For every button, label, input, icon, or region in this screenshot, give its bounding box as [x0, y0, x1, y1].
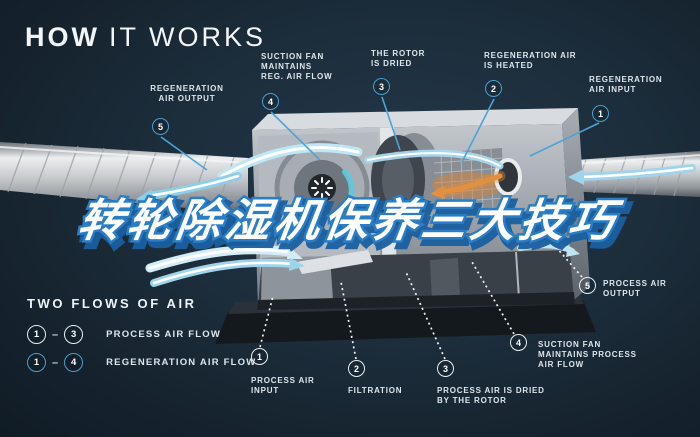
- callout-label-process-air-input: PROCESS AIR INPUT: [251, 376, 315, 395]
- regeneration-input-flow-arrow: [568, 164, 696, 185]
- callout-label-process-air-output: PROCESS AIR OUTPUT: [603, 279, 667, 298]
- page-title: HOW IT WORKS: [25, 22, 266, 53]
- legend-range-dash: –: [52, 328, 59, 341]
- callout-badge-4-regeneration: 4: [262, 93, 279, 110]
- filter-panel: [296, 250, 373, 274]
- legend-title: TWO FLOWS OF AIR: [27, 296, 197, 311]
- banner-text: 转轮除湿机保养三大技巧: [75, 194, 626, 247]
- legend-row-regeneration: 1 – 4 REGENERATION AIR FLOW: [27, 353, 256, 372]
- callout-label-regeneration-air-heated: REGENERATION AIR IS HEATED: [484, 51, 577, 70]
- callout-badge-5-process: 5: [579, 277, 596, 294]
- legend-row-process: 1 – 3 PROCESS AIR FLOW: [27, 325, 221, 344]
- legend-badge-1-regeneration: 1: [27, 353, 46, 372]
- regeneration-connector-lines: [160, 96, 600, 171]
- callout-label-suction-fan-process: SUCTION FAN MAINTAINS PROCESS AIR FLOW: [538, 340, 637, 369]
- callout-label-process-air-dried: PROCESS AIR IS DRIED BY THE ROTOR: [437, 386, 545, 405]
- callout-badge-1-process: 1: [251, 348, 268, 365]
- air-flow-arrows: [136, 143, 696, 287]
- callout-badge-3-process: 3: [437, 360, 454, 377]
- legend-label-regeneration-air-flow: REGENERATION AIR FLOW: [106, 357, 257, 368]
- callout-label-regeneration-air-output: REGENERATION AIR OUTPUT: [150, 84, 224, 103]
- legend-badge-1-process: 1: [27, 325, 46, 344]
- fan-spokes-icon: [311, 177, 333, 199]
- callout-label-filtration: FILTRATION: [348, 386, 403, 395]
- callout-badge-4-process: 4: [510, 334, 527, 351]
- callout-label-suction-fan-reg: SUCTION FAN MAINTAINS REG. AIR FLOW: [261, 52, 333, 81]
- callout-badge-2-process: 2: [348, 360, 365, 377]
- process-output-flow-arrow: [517, 242, 580, 257]
- legend-label-process-air-flow: PROCESS AIR FLOW: [106, 329, 222, 340]
- callout-label-rotor-is-dried: THE ROTOR IS DRIED: [371, 49, 426, 68]
- callout-label-regeneration-air-input: REGENERATION AIR INPUT: [589, 75, 663, 94]
- callout-badge-5-regeneration: 5: [152, 118, 169, 135]
- overlay-banner: 转轮除湿机保养三大技巧 转轮除湿机保养三大技巧: [72, 192, 634, 256]
- callout-badge-1-regeneration: 1: [592, 105, 609, 122]
- legend-badge-3-process: 3: [64, 325, 84, 344]
- callout-badge-2-regeneration: 2: [485, 80, 502, 97]
- regeneration-suction-fan: [274, 140, 370, 236]
- callout-badge-3-regeneration: 3: [373, 78, 390, 95]
- title-word-it-works: IT WORKS: [108, 22, 266, 52]
- legend-range-dash: –: [52, 356, 59, 369]
- title-word-how: HOW: [25, 22, 100, 52]
- legend-badge-4-regeneration: 4: [64, 353, 84, 372]
- regeneration-output-duct: [0, 142, 249, 214]
- regeneration-output-flow-arrow: [136, 143, 363, 204]
- banner-text-shadow: 转轮除湿机保养三大技巧: [79, 199, 630, 252]
- callout-connectors: [160, 96, 600, 360]
- process-connector-lines: [259, 246, 583, 360]
- process-input-flow-arrow: [145, 245, 305, 287]
- heated-air-flow-arrow: [430, 170, 506, 199]
